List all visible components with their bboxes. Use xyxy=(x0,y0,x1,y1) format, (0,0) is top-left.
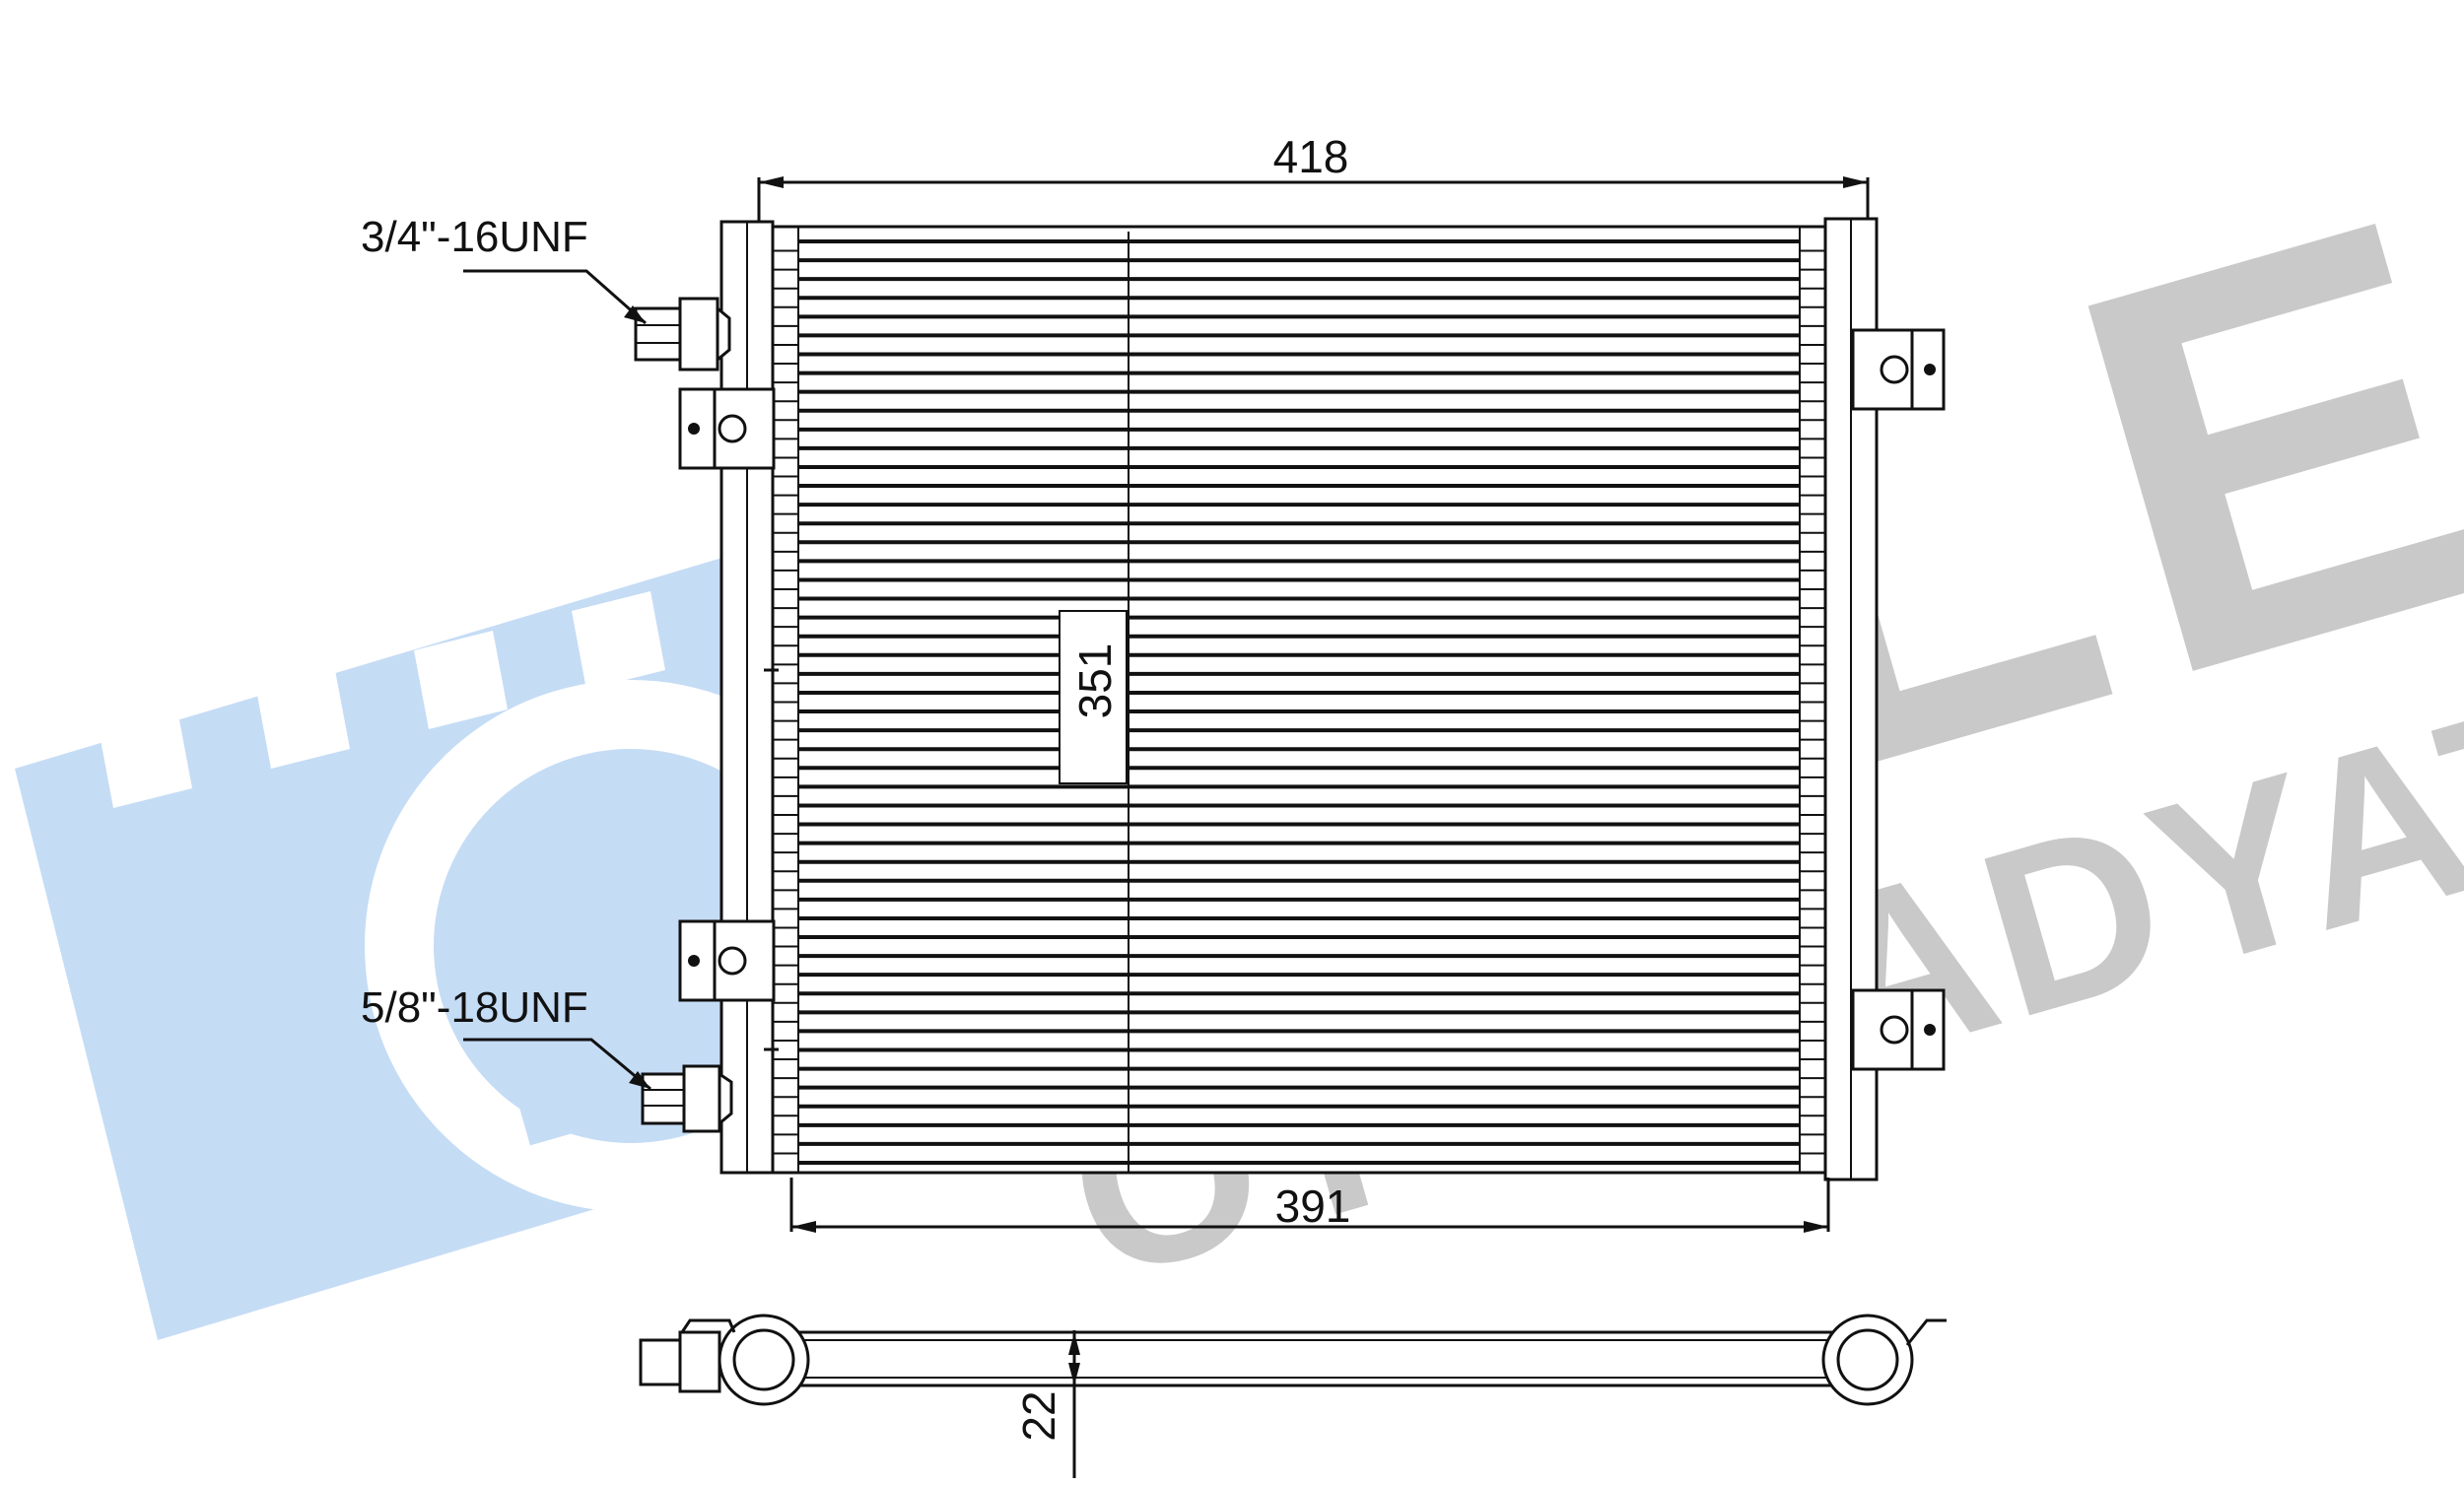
dimension-core-width xyxy=(789,1178,1830,1233)
front-view xyxy=(463,176,1946,1233)
left-bracket-bottom xyxy=(678,919,776,1002)
left-bracket-top xyxy=(678,387,776,470)
core-width-label: 391 xyxy=(1275,1181,1351,1232)
fitting-top-label: 3/4"-16UNF xyxy=(361,213,588,261)
left-header-tank xyxy=(719,220,775,1175)
dimension-thickness xyxy=(1068,1330,1080,1478)
core-height-label-box xyxy=(1059,610,1128,784)
thickness-label: 22 xyxy=(1013,1390,1064,1441)
core-frame xyxy=(771,225,1827,1175)
core-height-label: 351 xyxy=(1069,643,1121,719)
fitting-top xyxy=(634,297,731,371)
core-fins xyxy=(773,249,1825,1155)
dimension-overall-width xyxy=(757,176,1870,227)
leader-top xyxy=(463,269,647,325)
fitting-bottom xyxy=(641,1064,733,1133)
leader-bottom xyxy=(463,1038,651,1091)
core-tubes xyxy=(798,239,1800,1165)
overall-width-label: 418 xyxy=(1273,131,1349,182)
side-view xyxy=(639,1314,1947,1478)
right-bracket-bottom xyxy=(1851,988,1946,1071)
right-bracket-top xyxy=(1851,328,1946,411)
fitting-bottom-label: 5/8"-18UNF xyxy=(361,983,588,1032)
